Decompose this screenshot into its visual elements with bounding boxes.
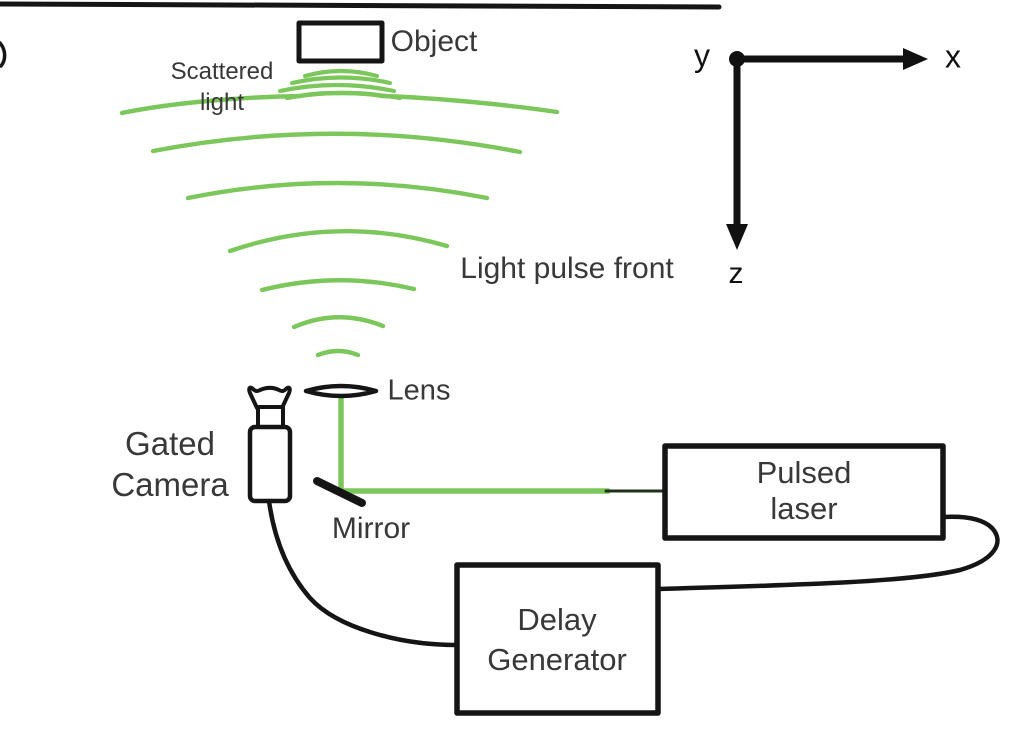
x-axis-label: x: [945, 38, 961, 75]
camera-neck: [256, 405, 285, 429]
lens-icon: [303, 383, 379, 399]
pulsed-laser-box: [662, 443, 946, 541]
scattered-wavefront-arc: [289, 75, 393, 86]
camera-to-delay-cable: [266, 498, 460, 648]
object-box: [296, 20, 385, 64]
delay-generator-box: [454, 562, 661, 716]
pulse-front-arc: [291, 315, 386, 330]
x-axis-arrow: [736, 48, 928, 70]
object-label: Object: [390, 24, 478, 58]
gated-camera-label: Gated Camera: [111, 425, 229, 503]
figure-crop-mark: [0, 41, 7, 68]
camera-hood: [247, 385, 292, 410]
camera-icon: [247, 385, 460, 648]
pulse-front-arc: [259, 278, 417, 293]
pulse-front-arc: [315, 348, 361, 358]
scattered-wavefront-arc: [302, 68, 380, 79]
laser-to-delay-cable: [655, 514, 1000, 592]
light-pulse-front-label: Light pulse front: [460, 251, 674, 285]
pulsed-laser-label: Pulsed laser: [756, 455, 852, 526]
light-pulse-front-arcs: [119, 90, 560, 358]
z-axis-arrow: [726, 58, 748, 250]
delay-generator-label: Delay Generator: [487, 602, 627, 677]
laser-beam: [338, 393, 611, 494]
top-border-line: [0, 1, 722, 10]
y-axis-label: y: [694, 37, 710, 74]
pulse-front-arc: [185, 180, 490, 201]
z-axis-label: z: [728, 256, 744, 290]
camera-body: [247, 424, 293, 504]
mirror-icon: [313, 477, 366, 507]
coordinate-axes: [726, 48, 928, 250]
pulse-front-wavy-line: [119, 90, 560, 116]
lens-label: Lens: [387, 374, 451, 407]
mirror-label: Mirror: [331, 511, 411, 545]
pulse-front-arc: [150, 131, 523, 155]
pulse-front-arc: [227, 228, 450, 254]
scattered-wavefront-arc: [277, 82, 397, 94]
scattered-light-label: Scattered light: [170, 58, 274, 116]
